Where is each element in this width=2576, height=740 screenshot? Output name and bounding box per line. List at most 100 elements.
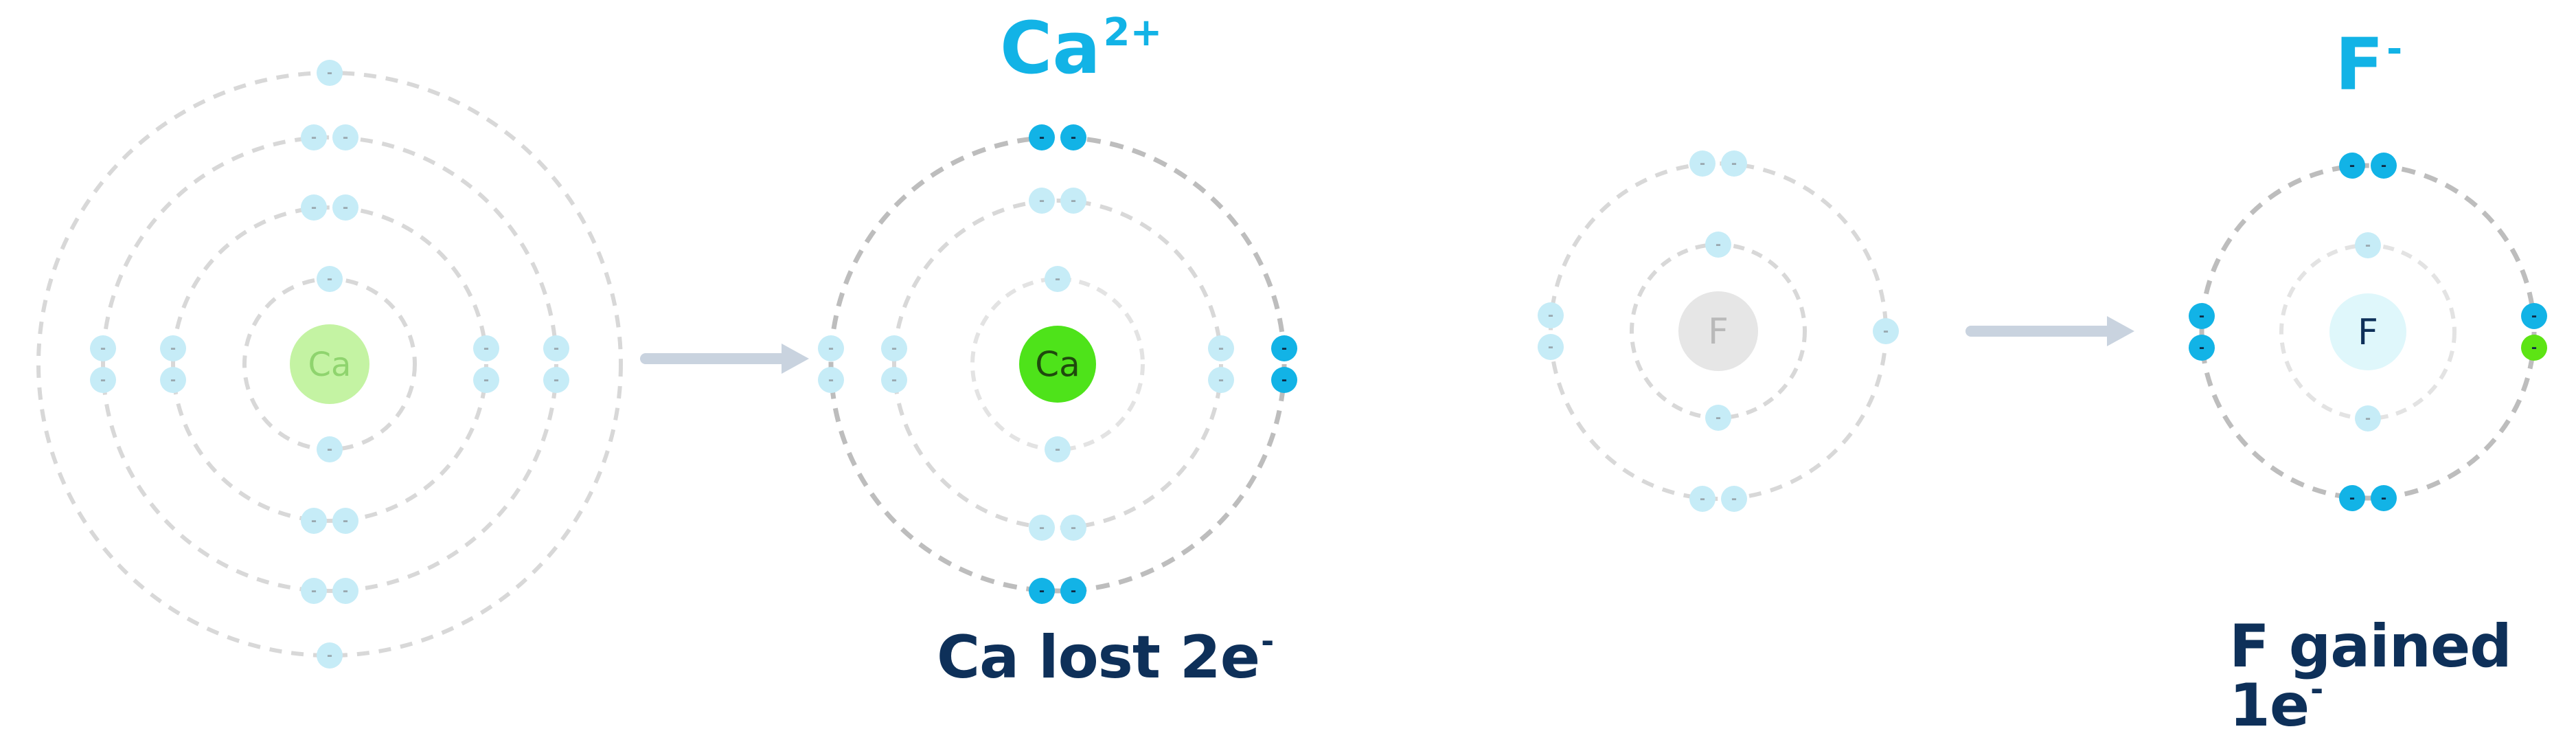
electron: - [332, 194, 358, 221]
electron: - [1045, 436, 1071, 462]
electron: - [317, 642, 343, 669]
electron: - [160, 335, 186, 361]
shell-3 [828, 135, 1287, 594]
electron-minus: - [1071, 192, 1076, 208]
electron: - [2339, 153, 2365, 179]
electron-minus: - [1883, 322, 1889, 339]
electron: - [2371, 485, 2397, 511]
electron: - [1208, 335, 1234, 361]
electron-minus: - [1055, 440, 1060, 457]
electron-minus: - [2349, 489, 2355, 506]
electron-minus: - [327, 64, 332, 80]
electron-minus: - [1700, 490, 1705, 506]
electron: - [2371, 153, 2397, 179]
electron: - [1271, 367, 1297, 393]
electron-minus: - [2365, 410, 2371, 426]
electron-minus: - [1281, 371, 1287, 388]
electron: - [1060, 578, 1086, 604]
electron: - [1271, 335, 1297, 361]
electron: - [473, 367, 499, 393]
calcium-atom: Ca-------------------- [36, 60, 623, 669]
electron-minus: - [2199, 307, 2204, 324]
electron: - [2189, 335, 2215, 361]
electron-minus: - [1700, 155, 1705, 171]
arrow-head [2107, 316, 2134, 346]
electron-minus: - [1071, 582, 1076, 598]
electron: - [473, 335, 499, 361]
electron-minus: - [1039, 519, 1045, 535]
fluorine-caption: F gained 1e- [2229, 617, 2576, 735]
electron-minus: - [2365, 236, 2371, 253]
electron-minus: - [483, 371, 489, 388]
electron-minus: - [327, 270, 332, 287]
electron: - [1060, 124, 1086, 150]
fluoride-ion-symbol: F [2335, 23, 2384, 106]
fluoride-ion-charge: - [2386, 27, 2403, 71]
electron-minus: - [891, 339, 897, 356]
calcium-ion-nucleus [1019, 326, 1096, 403]
fluorine-caption-text: F gained 1e [2229, 612, 2512, 740]
electron: - [2521, 335, 2547, 361]
electron: - [1029, 515, 1055, 541]
electron-minus: - [327, 647, 332, 663]
electron: - [1029, 578, 1055, 604]
calcium-nucleus [290, 324, 369, 404]
electron-minus: - [483, 339, 489, 356]
electron-minus: - [1039, 128, 1045, 145]
electron-minus: - [1218, 371, 1224, 388]
fluorine-nucleus [1678, 291, 1758, 371]
electron-minus: - [343, 128, 348, 145]
electron: - [1721, 150, 1747, 177]
electron-minus: - [100, 371, 106, 388]
electron-minus: - [1055, 270, 1060, 287]
electron: - [543, 335, 569, 361]
calcium-ion-title: Ca2+ [1000, 12, 1162, 84]
electron: - [1045, 266, 1071, 292]
electron: - [317, 266, 343, 292]
electron-minus: - [311, 582, 317, 598]
electron-minus: - [343, 512, 348, 528]
fluorine-atom: F--------- [1538, 150, 1899, 512]
electron: - [332, 124, 358, 150]
calcium-ion: Ca------------------ [818, 124, 1297, 604]
electron-minus: - [828, 339, 834, 356]
electron-minus: - [311, 128, 317, 145]
calcium-ion-nucleus-label: Ca [1035, 345, 1080, 385]
electron-minus: - [828, 371, 834, 388]
electron: - [818, 367, 844, 393]
electron: - [1538, 334, 1564, 360]
electron-minus: - [1731, 155, 1737, 171]
electron: - [1029, 124, 1055, 150]
fluorine-nucleus-label: F [1708, 311, 1729, 352]
electron-minus: - [1039, 582, 1045, 598]
electron-minus: - [2531, 307, 2537, 324]
electron: - [1721, 486, 1747, 512]
shell-2 [892, 199, 1223, 530]
electron: - [881, 367, 907, 393]
electron-minus: - [311, 512, 317, 528]
electron-minus: - [2349, 157, 2355, 173]
electron: - [90, 367, 116, 393]
fluoride-nucleus-label: F [2358, 312, 2378, 353]
calcium-nucleus-label: Ca [308, 346, 352, 384]
electron: - [301, 194, 327, 221]
calcium-caption-sup: - [1261, 623, 1274, 660]
electron-minus: - [891, 371, 897, 388]
electron-minus: - [1548, 306, 1553, 323]
electron-minus: - [554, 339, 559, 356]
electron: - [2339, 485, 2365, 511]
arrow-fluorine [1965, 316, 2134, 346]
electron: - [1873, 318, 1899, 344]
electron-minus: - [343, 199, 348, 215]
electron-minus: - [100, 339, 106, 356]
electron-minus: - [554, 371, 559, 388]
electron: - [1029, 188, 1055, 214]
electron: - [1060, 515, 1086, 541]
electron: - [1689, 150, 1716, 177]
electron: - [332, 578, 358, 604]
electron-minus: - [2381, 489, 2386, 506]
calcium-caption-text: Ca lost 2e [937, 623, 1260, 692]
electron-minus: - [1716, 236, 1721, 252]
electron-minus: - [311, 199, 317, 215]
calcium-caption: Ca lost 2e- [937, 625, 1274, 687]
